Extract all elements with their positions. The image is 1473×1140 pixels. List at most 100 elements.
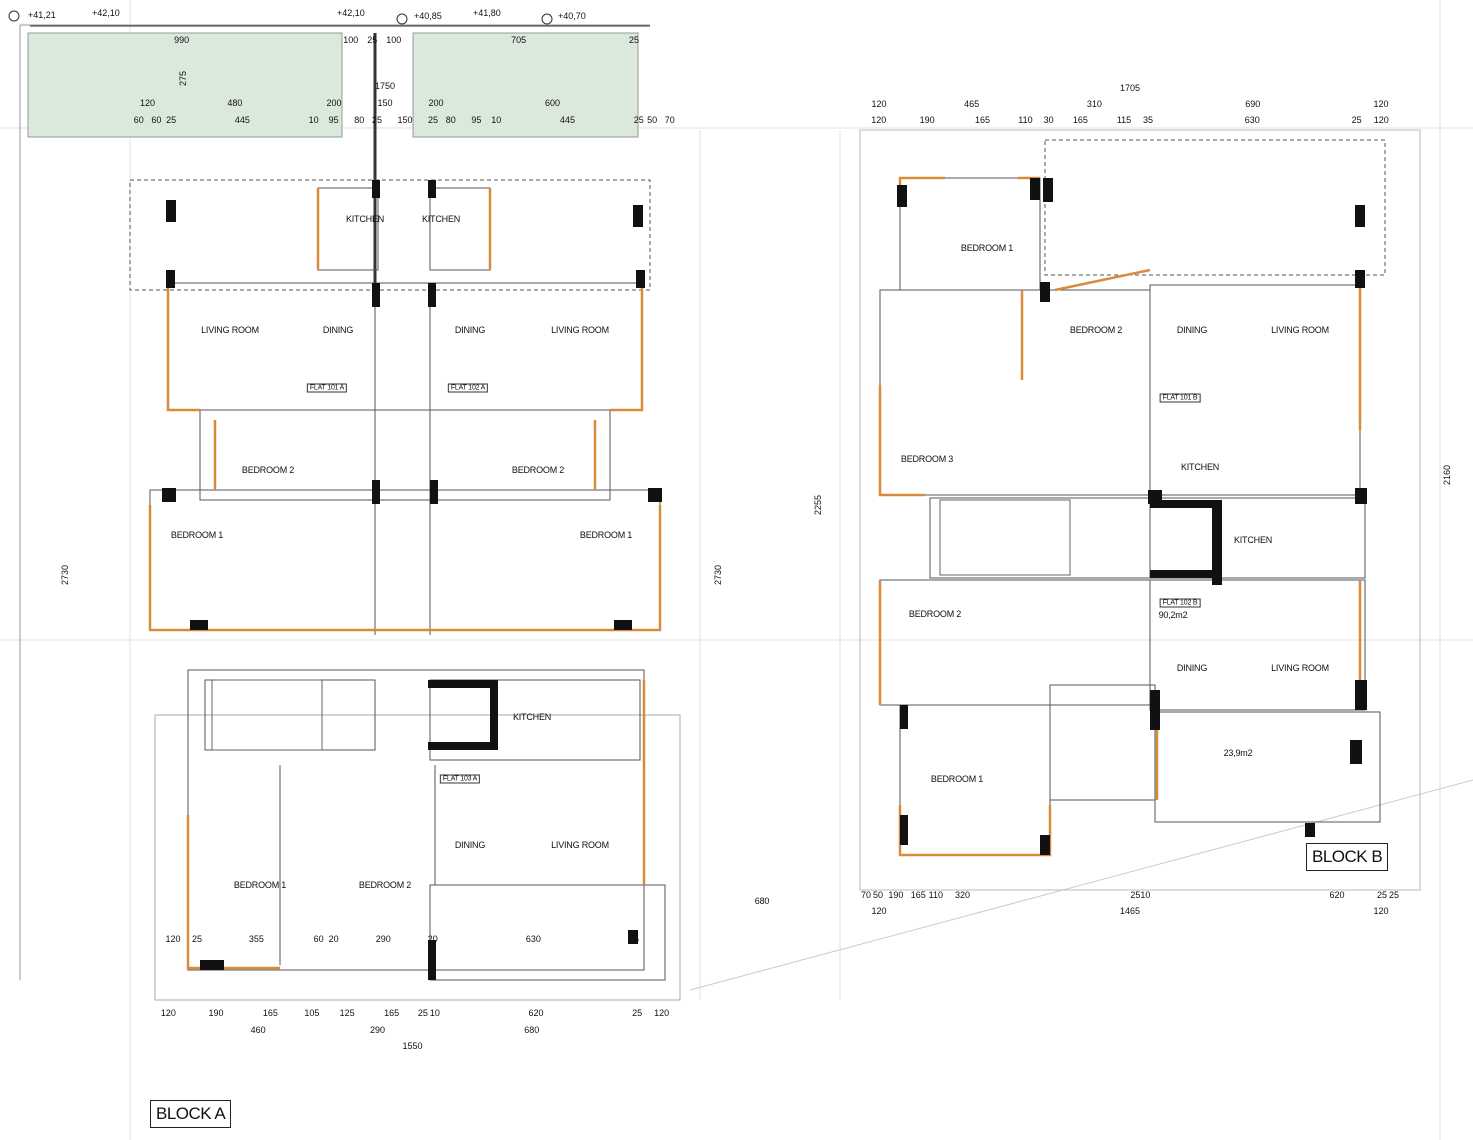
block-b-facade (878, 176, 1362, 857)
dimension-value: 310 (1086, 99, 1102, 109)
room-label-dining: DINING (322, 325, 354, 335)
dimension-total: 2730 (60, 564, 70, 585)
block-a-facade (148, 188, 662, 970)
dimension-value: 50 (872, 890, 883, 900)
dimension-value: 165 (384, 1008, 400, 1018)
dimension-value: 25 (427, 115, 438, 125)
room-label-kitchen: KITCHEN (1180, 462, 1220, 472)
room-label-living-room: LIVING ROOM (551, 325, 609, 335)
dimension-value: 120 (871, 99, 887, 109)
room-label-bedroom-1: BEDROOM 1 (579, 530, 633, 540)
dimension-value: 165 (1072, 115, 1088, 125)
room-label-bedroom-2: BEDROOM 2 (241, 465, 295, 475)
room-label-kitchen: KITCHEN (1233, 535, 1273, 545)
elevation-label: +42,10 (337, 8, 365, 18)
area-label: 23,9m2 (1223, 748, 1253, 758)
dimension-value: 105 (304, 1008, 320, 1018)
dimension-value: 60 (313, 934, 324, 944)
dimension-value: 1705 (1119, 83, 1141, 93)
dimension-value: 100 (343, 35, 359, 45)
dimension-value: 2510 (1130, 890, 1151, 900)
elevation-label: +40,85 (414, 11, 442, 21)
flat-label: FLAT 102 A (447, 383, 489, 393)
flat-label: FLAT 102 B (1159, 598, 1201, 608)
room-label-kitchen: KITCHEN (421, 214, 461, 224)
dimension-value: 200 (428, 98, 444, 108)
dimension-value: 190 (208, 1008, 224, 1018)
dimension-value: 445 (560, 115, 576, 125)
room-label-bedroom-1: BEDROOM 1 (960, 243, 1014, 253)
dimension-value: 480 (227, 98, 243, 108)
dimension-value: 150 (397, 115, 413, 125)
dimension-value: 120 (1373, 99, 1389, 109)
room-label-bedroom-2: BEDROOM 2 (511, 465, 565, 475)
dimension-value: 25 (632, 1008, 643, 1018)
dimension-value: 120 (160, 1008, 176, 1018)
block-a-columns (162, 180, 662, 980)
elevation-label: +42,10 (92, 8, 120, 18)
dimension-value: 200 (326, 98, 342, 108)
dimension-value: 1750 (374, 81, 396, 91)
dimension-value: 165 (910, 890, 926, 900)
room-label-kitchen: KITCHEN (512, 712, 552, 722)
dimension-value: 95 (471, 115, 482, 125)
area-label: 90,2m2 (1158, 610, 1188, 620)
room-label-kitchen: KITCHEN (345, 214, 385, 224)
room-label-bedroom-1: BEDROOM 1 (930, 774, 984, 784)
dimension-chain: 1705 (860, 82, 1400, 94)
room-label-bedroom-2: BEDROOM 2 (908, 609, 962, 619)
dimension-value: 25 (628, 934, 639, 944)
dimension-value: 35 (1142, 115, 1153, 125)
dimension-value: 25 (371, 115, 382, 125)
dimension-value: 630 (525, 934, 541, 944)
dimension-value: 25 (628, 35, 639, 45)
dimension-total: 2160 (1442, 464, 1452, 485)
dimension-value: 445 (234, 115, 250, 125)
stairs (211, 499, 1071, 751)
dimension-value: 150 (377, 98, 393, 108)
dimension-value: 680 (524, 1025, 540, 1035)
dimension-value: 290 (369, 1025, 385, 1035)
dimension-value: 70 (664, 115, 675, 125)
elevation-label: +41,80 (473, 8, 501, 18)
room-label-bedroom-2: BEDROOM 2 (1069, 325, 1123, 335)
dimension-value: 1465 (1119, 906, 1140, 916)
dimension-value: 190 (888, 890, 904, 900)
dimension-value: 620 (1329, 890, 1345, 900)
room-label-dining: DINING (454, 840, 486, 850)
room-label-living-room: LIVING ROOM (551, 840, 609, 850)
dimension-value: 620 (528, 1008, 544, 1018)
dimension-value: 50 (647, 115, 658, 125)
dimension-value: 95 (328, 115, 339, 125)
dimension-chain: 1750 (130, 80, 640, 92)
room-label-bedroom-1: BEDROOM 1 (170, 530, 224, 540)
landscape-area (27, 32, 639, 290)
flat-label: FLAT 101 B (1159, 393, 1201, 403)
dimension-value: 705 (511, 35, 527, 45)
dimension-value: 25 (166, 115, 177, 125)
dimension-value: 120 (1373, 115, 1389, 125)
dimension-value: 165 (974, 115, 991, 125)
room-label-living-room: LIVING ROOM (1271, 325, 1329, 335)
dimension-value: 690 (1245, 99, 1261, 109)
dimension-value: 120 (654, 1008, 670, 1018)
room-label-dining: DINING (1176, 663, 1208, 673)
dimension-value: 680 (754, 896, 770, 906)
block-b-title: BLOCK B (1306, 843, 1389, 871)
dimension-value: 120 (139, 98, 155, 108)
dimension-value: 25 (367, 35, 378, 45)
dimension-value: 630 (1244, 115, 1260, 125)
elevation-label: +40,70 (558, 11, 586, 21)
dimension-value: 110 (928, 890, 943, 900)
block-a-title: BLOCK A (150, 1100, 232, 1128)
room-label-dining: DINING (454, 325, 486, 335)
dimension-value: 10 (429, 1008, 440, 1018)
dimension-value: 1550 (402, 1041, 423, 1051)
